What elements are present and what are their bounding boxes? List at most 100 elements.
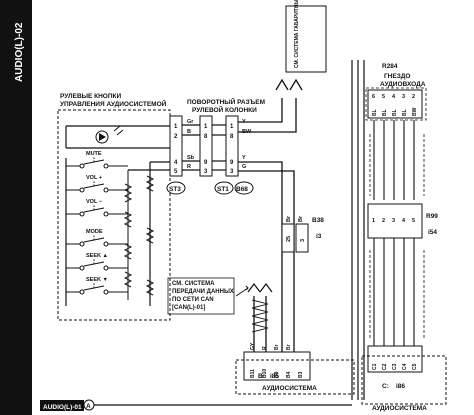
- audio-right-name: АУДИОСИСТЕМА: [372, 405, 427, 412]
- rotary-pin-in: 9: [204, 160, 208, 166]
- aux-pin: 2: [412, 94, 415, 100]
- aux-pin: 6: [372, 94, 375, 100]
- rotary-pin-in: 8: [204, 134, 208, 140]
- b68-label: B68: [236, 186, 248, 193]
- st3-pin: 4: [174, 160, 178, 166]
- aux-wires-bottom: [373, 238, 415, 346]
- shield-bottom: [369, 250, 425, 340]
- audio-right-label: C:: [382, 383, 389, 390]
- steering-title-1: РУЛЕВЫЕ КНОПКИ: [60, 93, 121, 100]
- joint-pin: 1: [372, 218, 375, 224]
- aux-color: BL: [402, 109, 408, 116]
- shield-top: [369, 134, 425, 196]
- switch-row: SEEK ▲: [66, 253, 128, 271]
- aux-pin: 3: [402, 94, 405, 100]
- r99-label: R99: [426, 213, 438, 220]
- rotary-pin-out: 3: [230, 169, 234, 175]
- b68-bubble: [234, 181, 254, 195]
- switch-label: MUTE: [86, 151, 102, 157]
- lighting-ref-text: СМ. СИСТЕМА ГАБАРИТНЫХ ОГНЕЙ И ОСВЕЩЕНИЯ…: [292, 0, 300, 68]
- b38-pin-1: 25: [286, 236, 292, 242]
- b38-label: B38: [312, 217, 324, 224]
- aux-name-1: ГНЕЗДО: [384, 73, 410, 80]
- audio-left-pin: B4: [286, 371, 292, 378]
- lighting-ref-box: [285, 5, 327, 73]
- footer-text: AUDIO(L)-01: [43, 404, 82, 411]
- rotary-pin-out: 1: [230, 124, 234, 130]
- switch-label: MODE: [86, 229, 103, 235]
- aux-color: BL: [392, 109, 398, 116]
- audio-left-label: B:: [258, 373, 265, 380]
- st3-connector: [169, 115, 183, 177]
- aux-pin: 4: [392, 94, 396, 100]
- switch-label: SEEK ▲: [86, 253, 108, 259]
- aux-name-2: АУДИОВХОДА: [380, 81, 426, 88]
- audio-left-connector: [243, 351, 311, 381]
- switch-row: VOL −: [66, 199, 128, 217]
- switch-row: MODE: [66, 229, 128, 247]
- audio-left-color: Br: [274, 344, 280, 350]
- audio-right-pin: C4: [402, 363, 408, 370]
- can-ref-box: [167, 277, 235, 315]
- st1-label: ST1: [217, 186, 229, 193]
- rotary-pin-out: 8: [230, 134, 234, 140]
- switch-row: VOL +: [66, 175, 128, 193]
- r99-sub: i54: [428, 229, 437, 236]
- b38-color-1: Br: [286, 215, 292, 222]
- audio-right-pin: C1: [372, 363, 378, 370]
- rotary-color-in: Gr: [187, 119, 194, 125]
- audio-left-pin: B3: [298, 371, 304, 378]
- audio-right-pin: C2: [382, 363, 388, 370]
- rotary-color-in: Sb: [187, 155, 195, 161]
- st3-bubble: [166, 181, 186, 195]
- audio-left-conn: i85: [270, 373, 279, 380]
- audio-left-color: GY: [250, 342, 256, 350]
- resistor-ladder-2: [145, 175, 155, 296]
- switch-label: VOL −: [86, 199, 102, 205]
- rotary-pin-in: 1: [204, 124, 208, 130]
- can-arrow: [235, 285, 249, 297]
- steering-box: [57, 109, 171, 321]
- lighting-wires: [238, 98, 297, 133]
- b38-color-2: Br: [298, 215, 304, 222]
- r284-box: [365, 87, 427, 121]
- footer-tag: [40, 400, 84, 411]
- sidebar-bar: [0, 0, 32, 415]
- audio-right-connector: [367, 345, 423, 373]
- st1-connector: [199, 115, 213, 177]
- rotary-color-in: R: [187, 164, 191, 170]
- aux-color: BL: [382, 109, 388, 116]
- audio-right-pin: C5: [412, 363, 418, 370]
- audio-left-pin: B11: [250, 369, 256, 378]
- rotary-title-1: ПОВОРОТНЫЙ РАЗЪЕМ: [187, 97, 265, 106]
- b38-pin-2: 3: [300, 239, 306, 242]
- can-ref-3: ПО СЕТИ CAN: [172, 297, 214, 303]
- can-wires: [253, 296, 267, 352]
- rotary-color-in: B: [187, 129, 191, 135]
- r284-label: R284: [382, 63, 398, 70]
- b38-connector-2: [295, 223, 309, 253]
- right-bus: [351, 60, 365, 400]
- joint-pin: 4: [402, 218, 406, 224]
- r99-connector: [367, 203, 423, 239]
- can-arrows: [247, 283, 273, 293]
- audio-left-color: Br: [286, 344, 292, 350]
- rotary-color-out: Y: [242, 155, 246, 161]
- r284-connector: [367, 89, 423, 119]
- lighting-arrows: [275, 78, 303, 91]
- switch-rows: MUTE VOL + VOL − MODE SEEK ▲ SEEK ▼: [66, 151, 170, 295]
- b68-connector: [225, 115, 239, 177]
- aux-wires-top: [373, 120, 415, 200]
- st3-pin: 1: [174, 124, 178, 130]
- switch-label: SEEK ▼: [86, 277, 108, 283]
- aux-pin: 5: [382, 94, 385, 100]
- audio-left-box: [235, 359, 355, 395]
- footer-marker-text: A: [86, 403, 91, 410]
- st3-pin: 5: [174, 169, 178, 175]
- sidebar-title: AUDIO(L)-02: [14, 22, 25, 82]
- audio-right-pin: C3: [392, 363, 398, 370]
